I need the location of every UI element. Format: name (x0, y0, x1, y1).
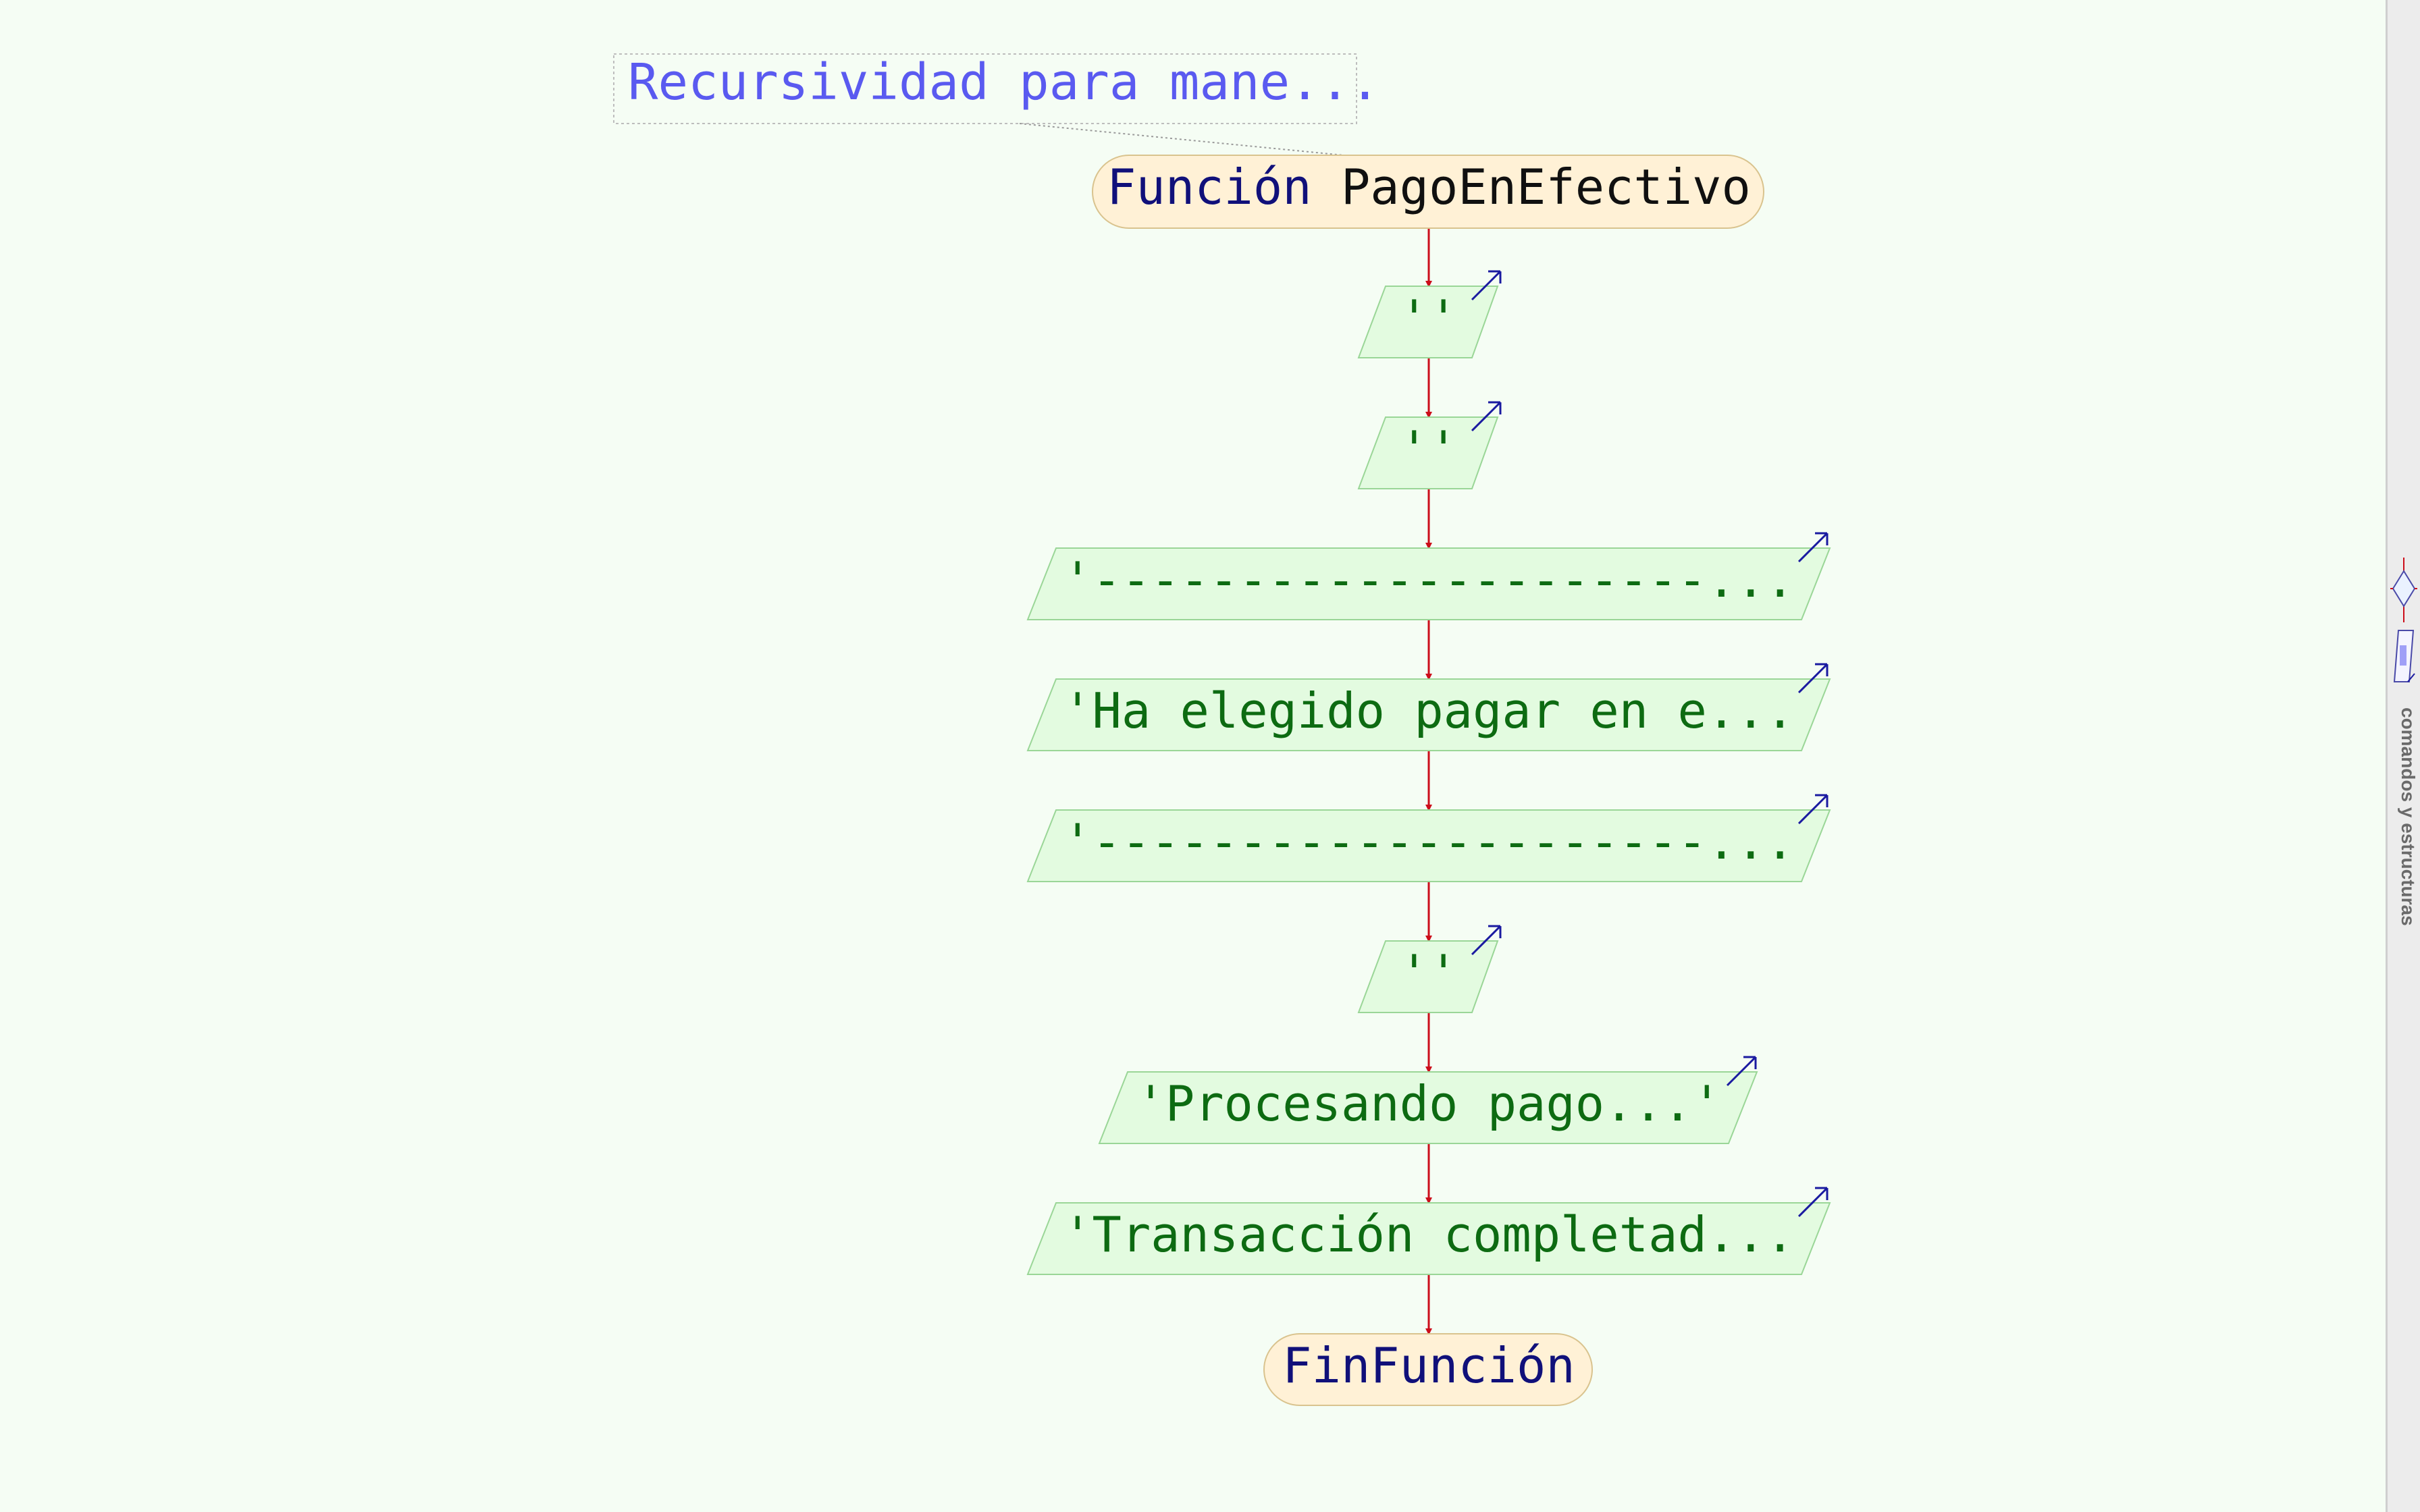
output-arrow-icon (1471, 270, 1502, 301)
output-arrow-icon (1797, 532, 1829, 563)
output-node[interactable]: '---------------------... (1026, 794, 1831, 882)
output-node[interactable]: 'Procesando pago...' (1098, 1056, 1758, 1144)
output-text: '' (1400, 944, 1458, 1001)
function-name: PagoEnEfectivo (1341, 159, 1751, 215)
comment-text: Recursividad para mane... (628, 53, 1380, 111)
output-text: '---------------------... (1063, 813, 1795, 870)
decision-icon[interactable] (2390, 558, 2417, 625)
output-node[interactable]: '' (1357, 925, 1502, 1013)
end-keyword: FinFunción (1282, 1337, 1575, 1394)
output-arrow-icon (1726, 1056, 1757, 1087)
output-node[interactable]: 'Transacción completad... (1026, 1187, 1831, 1275)
comment-note[interactable]: Recursividad para mane... (613, 53, 1380, 156)
commands-sidebar[interactable]: comandos y estructuras (2386, 0, 2420, 1512)
output-arrow-icon (1797, 663, 1829, 694)
output-arrow-icon (1797, 794, 1829, 825)
output-text: '' (1400, 421, 1458, 477)
output-node[interactable]: '' (1357, 270, 1502, 358)
function-start-node[interactable]: Función PagoEnEfectivo (1092, 155, 1764, 229)
svg-text:Función PagoEnEfectivo: Función PagoEnEfectivo (1107, 159, 1751, 215)
output-node[interactable]: '---------------------... (1026, 532, 1831, 620)
output-icon[interactable] (2390, 625, 2417, 690)
function-end-node[interactable]: FinFunción (1263, 1333, 1593, 1406)
output-text: 'Transacción completad... (1063, 1206, 1795, 1263)
output-text: 'Ha elegido pagar en e... (1063, 682, 1795, 739)
output-node[interactable]: '' (1357, 401, 1502, 489)
output-text: '---------------------... (1063, 551, 1795, 608)
output-arrow-icon (1797, 1187, 1829, 1218)
output-text: '' (1400, 290, 1458, 346)
output-text: 'Procesando pago...' (1136, 1075, 1722, 1132)
output-node[interactable]: 'Ha elegido pagar en e... (1026, 663, 1831, 751)
output-arrow-icon (1471, 925, 1502, 956)
function-keyword: Función (1107, 159, 1311, 215)
output-arrow-icon (1471, 401, 1502, 432)
sidebar-label[interactable]: comandos y estructuras (2398, 707, 2419, 926)
